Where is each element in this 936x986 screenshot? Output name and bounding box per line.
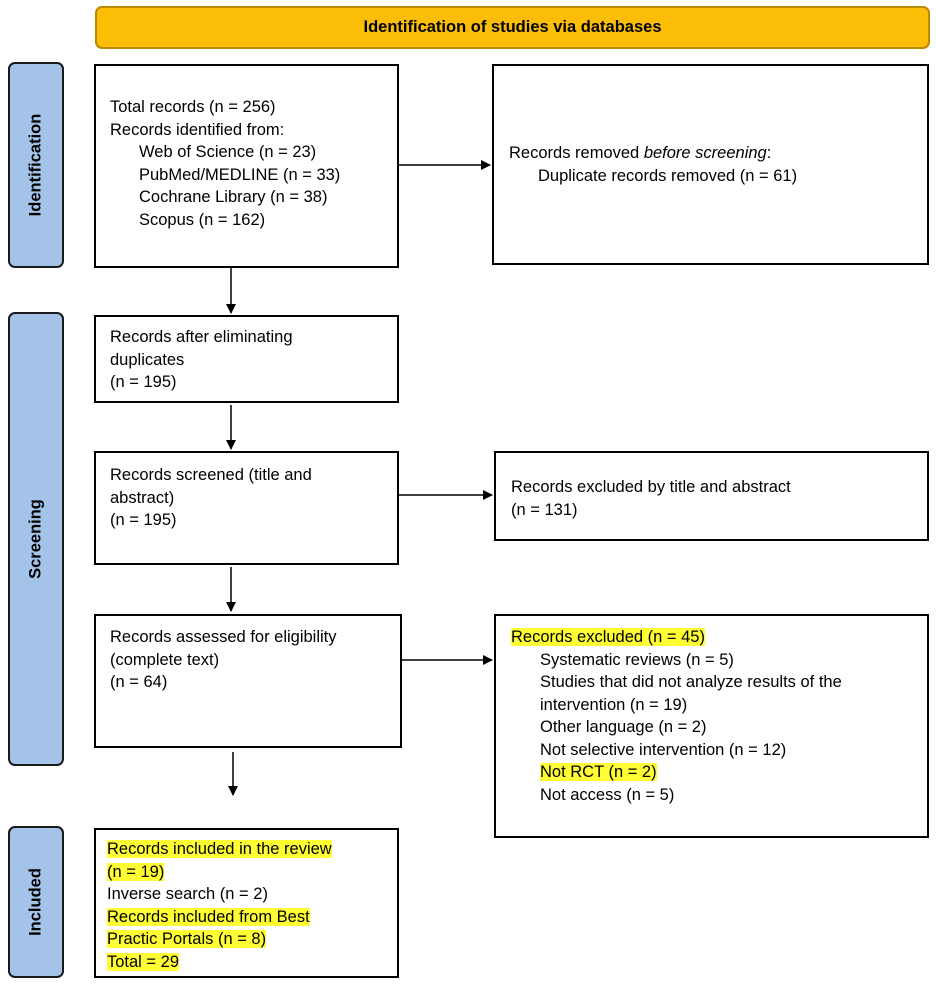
included-line6: Total = 29 [107, 952, 180, 971]
source-web-of-science: Web of Science (n = 23) [139, 143, 317, 161]
eligibility-count: (n = 64) [110, 673, 168, 691]
header-title: Identification of studies via databases [363, 18, 662, 36]
records-identified-from: Records identified from: [110, 120, 285, 139]
eligibility-text: Records assessed for eligibility (comple… [110, 626, 337, 694]
source-scopus: Scopus (n = 162) [139, 210, 266, 229]
removed-text: Records removed before screening: Duplic… [509, 142, 797, 187]
excluded-title-text: Records excluded by title and abstract (… [511, 476, 791, 521]
eligibility-box [94, 614, 402, 748]
excluded-reason: Studies that did not analyze results of … [540, 673, 842, 691]
eligibility-line2: (complete text) [110, 650, 220, 669]
included-line2: (n = 19) [107, 862, 165, 881]
included-line1: Records included in the review [107, 840, 332, 858]
included-text: Records included in the review (n = 19) … [107, 838, 332, 973]
removed-title: Records removed before screening: [509, 144, 772, 162]
excluded-title-count: (n = 131) [511, 500, 578, 519]
excluded-reason: Systematic reviews (n = 5) [540, 650, 734, 669]
screened-text: Records screened (title and abstract) (n… [110, 464, 312, 532]
excluded-reason: Not RCT (n = 2) [511, 761, 842, 784]
excluded-heading-highlight: Records excluded (n = 45) [511, 628, 705, 646]
excluded-heading: Records excluded (n = 45) [511, 626, 842, 649]
source-pubmed: PubMed/MEDLINE (n = 33) [139, 165, 341, 184]
eligibility-line1: Records assessed for eligibility [110, 628, 337, 646]
after-duplicates-text: Records after eliminating duplicates (n … [110, 326, 293, 394]
excluded-reason: Not selective intervention (n = 12) [540, 740, 787, 759]
included-line4: Records included from Best [107, 907, 310, 926]
excluded-title-box [494, 451, 929, 541]
excluded-reason: Not access (n = 5) [540, 785, 675, 804]
excluded-reason: intervention (n = 19) [540, 695, 688, 714]
excluded-title-line1: Records excluded by title and abstract [511, 478, 791, 496]
excluded-reason: Other language (n = 2) [540, 718, 707, 736]
phase-identification: Identification [8, 62, 64, 268]
included-line3: Inverse search (n = 2) [107, 885, 268, 903]
total-records-line: Total records (n = 256) [110, 98, 276, 116]
total-records-box [94, 64, 399, 268]
after-duplicates-count: (n = 195) [110, 373, 177, 391]
removed-detail: Duplicate records removed (n = 61) [538, 166, 798, 185]
excluded-text: Records excluded (n = 45) Systematic rev… [511, 626, 842, 806]
removed-box [492, 64, 929, 265]
phase-included: Included [8, 826, 64, 978]
header-banner: Identification of studies via databases [95, 6, 930, 49]
excluded-box [494, 614, 929, 838]
included-line5: Practic Portals (n = 8) [107, 930, 267, 948]
screened-line1: Records screened (title and [110, 466, 312, 484]
total-records-text: Total records (n = 256) Records identifi… [110, 96, 340, 231]
source-cochrane: Cochrane Library (n = 38) [139, 188, 328, 206]
screened-count: (n = 195) [110, 511, 177, 529]
after-duplicates-line2: duplicates [110, 350, 185, 369]
after-duplicates-box [94, 315, 399, 403]
phase-screening: Screening [8, 312, 64, 766]
after-duplicates-line1: Records after eliminating [110, 328, 293, 346]
screened-line2: abstract) [110, 488, 175, 507]
excluded-reason-highlight: Not RCT (n = 2) [540, 763, 657, 781]
screened-box [94, 451, 399, 565]
